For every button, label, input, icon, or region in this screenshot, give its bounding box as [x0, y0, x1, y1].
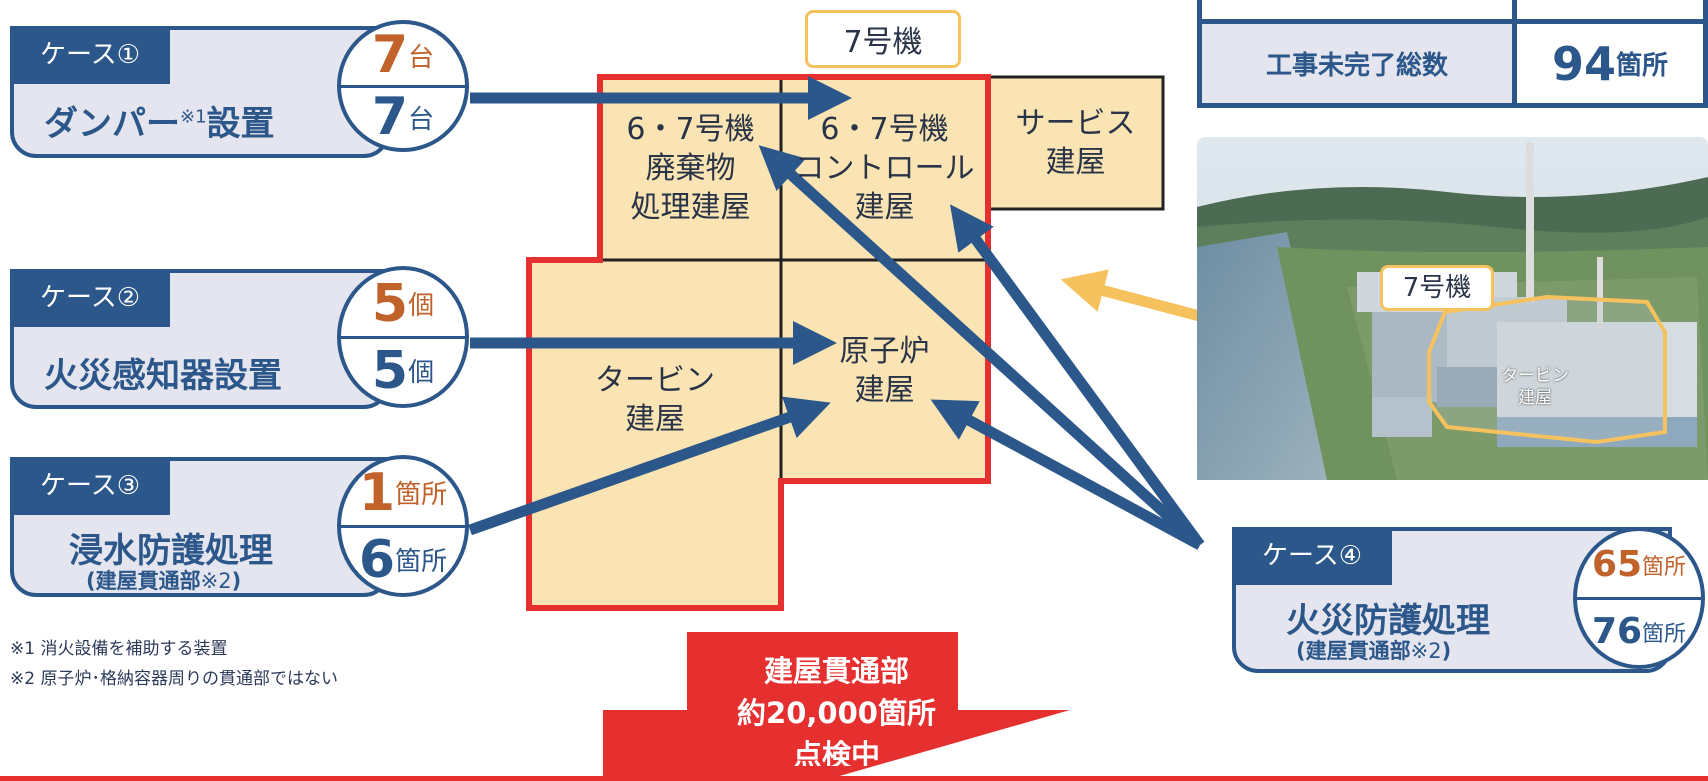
unit-label: 7号機	[805, 10, 961, 68]
case4-title: 火災防護処理	[1286, 601, 1490, 641]
arrow-case4-a	[758, 145, 1204, 550]
case3-box: ケース③ 浸水防護処理 (建屋貫通部※2)	[10, 457, 390, 597]
footnote-2: ※2 原子炉･格納容器周りの貫通部ではない	[10, 669, 338, 689]
case3-title: 浸水防護処理	[69, 531, 273, 571]
arrow-case4-c	[930, 399, 1203, 550]
photo-building-label: タービン 建屋	[1501, 366, 1569, 409]
case2-tag: ケース②	[10, 269, 171, 327]
down-arrow	[603, 632, 1070, 781]
table-label: 工事未完了総数	[1202, 24, 1512, 103]
unit-label-text: 7号機	[843, 25, 923, 60]
footnote-1: ※1 消火設備を補助する装置	[10, 639, 228, 659]
control-building: 6・7号機 コントロール 建屋	[794, 112, 975, 225]
service-building: サービス 建屋	[1015, 106, 1136, 180]
case1-box: ケース① ダンパー※1設置	[10, 26, 390, 158]
turbine-building: タービン 建屋	[595, 363, 715, 437]
case2-box: ケース② 火災感知器設置	[10, 269, 390, 409]
waste-building: 6・7号機 廃棄物 処理建屋	[626, 112, 755, 225]
case1-tag: ケース①	[10, 26, 171, 84]
arrow-case3	[468, 396, 831, 536]
turbine-outline	[1427, 294, 1667, 445]
reactor-building: 原子炉 建屋	[839, 333, 930, 408]
case1-title: ダンパー※1設置	[44, 104, 275, 144]
case4-subtitle: (建屋貫通部※2)	[1296, 639, 1452, 663]
case4-tag: ケース④	[1232, 527, 1393, 585]
down-arrow-text: 建屋貫通部 約20,000箇所 点検中	[737, 654, 936, 766]
photo-unit-label: 7号機	[1380, 265, 1494, 311]
case2-title: 火災感知器設置	[44, 356, 282, 396]
case3-subtitle: (建屋貫通部※2)	[86, 569, 242, 593]
case3-tag: ケース③	[10, 457, 171, 515]
arrow-case4-b	[949, 204, 1205, 549]
